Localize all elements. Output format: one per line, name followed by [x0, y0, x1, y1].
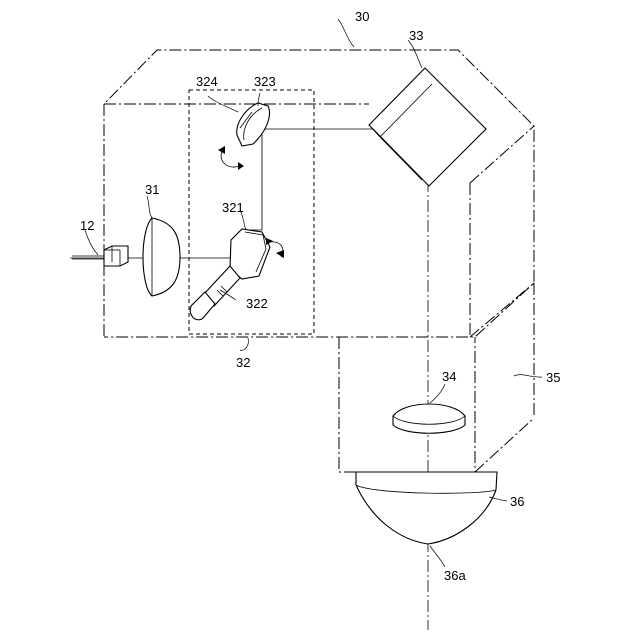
label-324: 324	[196, 74, 218, 89]
galvo-motor-322	[190, 266, 240, 320]
galvo-mirror-321	[230, 229, 270, 279]
label-321: 321	[222, 200, 244, 215]
label-323: 323	[254, 74, 276, 89]
label-34: 34	[442, 369, 456, 384]
condensing-lens-34	[393, 404, 465, 433]
collimating-lens-31	[143, 218, 180, 296]
housing-30-outline	[104, 50, 534, 337]
label-30: 30	[355, 9, 369, 24]
label-12: 12	[80, 218, 94, 233]
label-36a: 36a	[444, 568, 466, 583]
nozzle-36	[356, 472, 497, 544]
label-33: 33	[409, 28, 423, 43]
label-35: 35	[546, 370, 560, 385]
label-36: 36	[510, 494, 524, 509]
label-322: 322	[246, 296, 268, 311]
housing-35-outline	[339, 283, 534, 472]
label-31: 31	[145, 182, 159, 197]
galvo-mirror-323	[237, 103, 270, 146]
rotation-arrow-323	[218, 146, 244, 170]
bending-mirror-33	[369, 68, 486, 186]
label-32: 32	[236, 355, 250, 370]
fiber-connector	[72, 246, 128, 266]
